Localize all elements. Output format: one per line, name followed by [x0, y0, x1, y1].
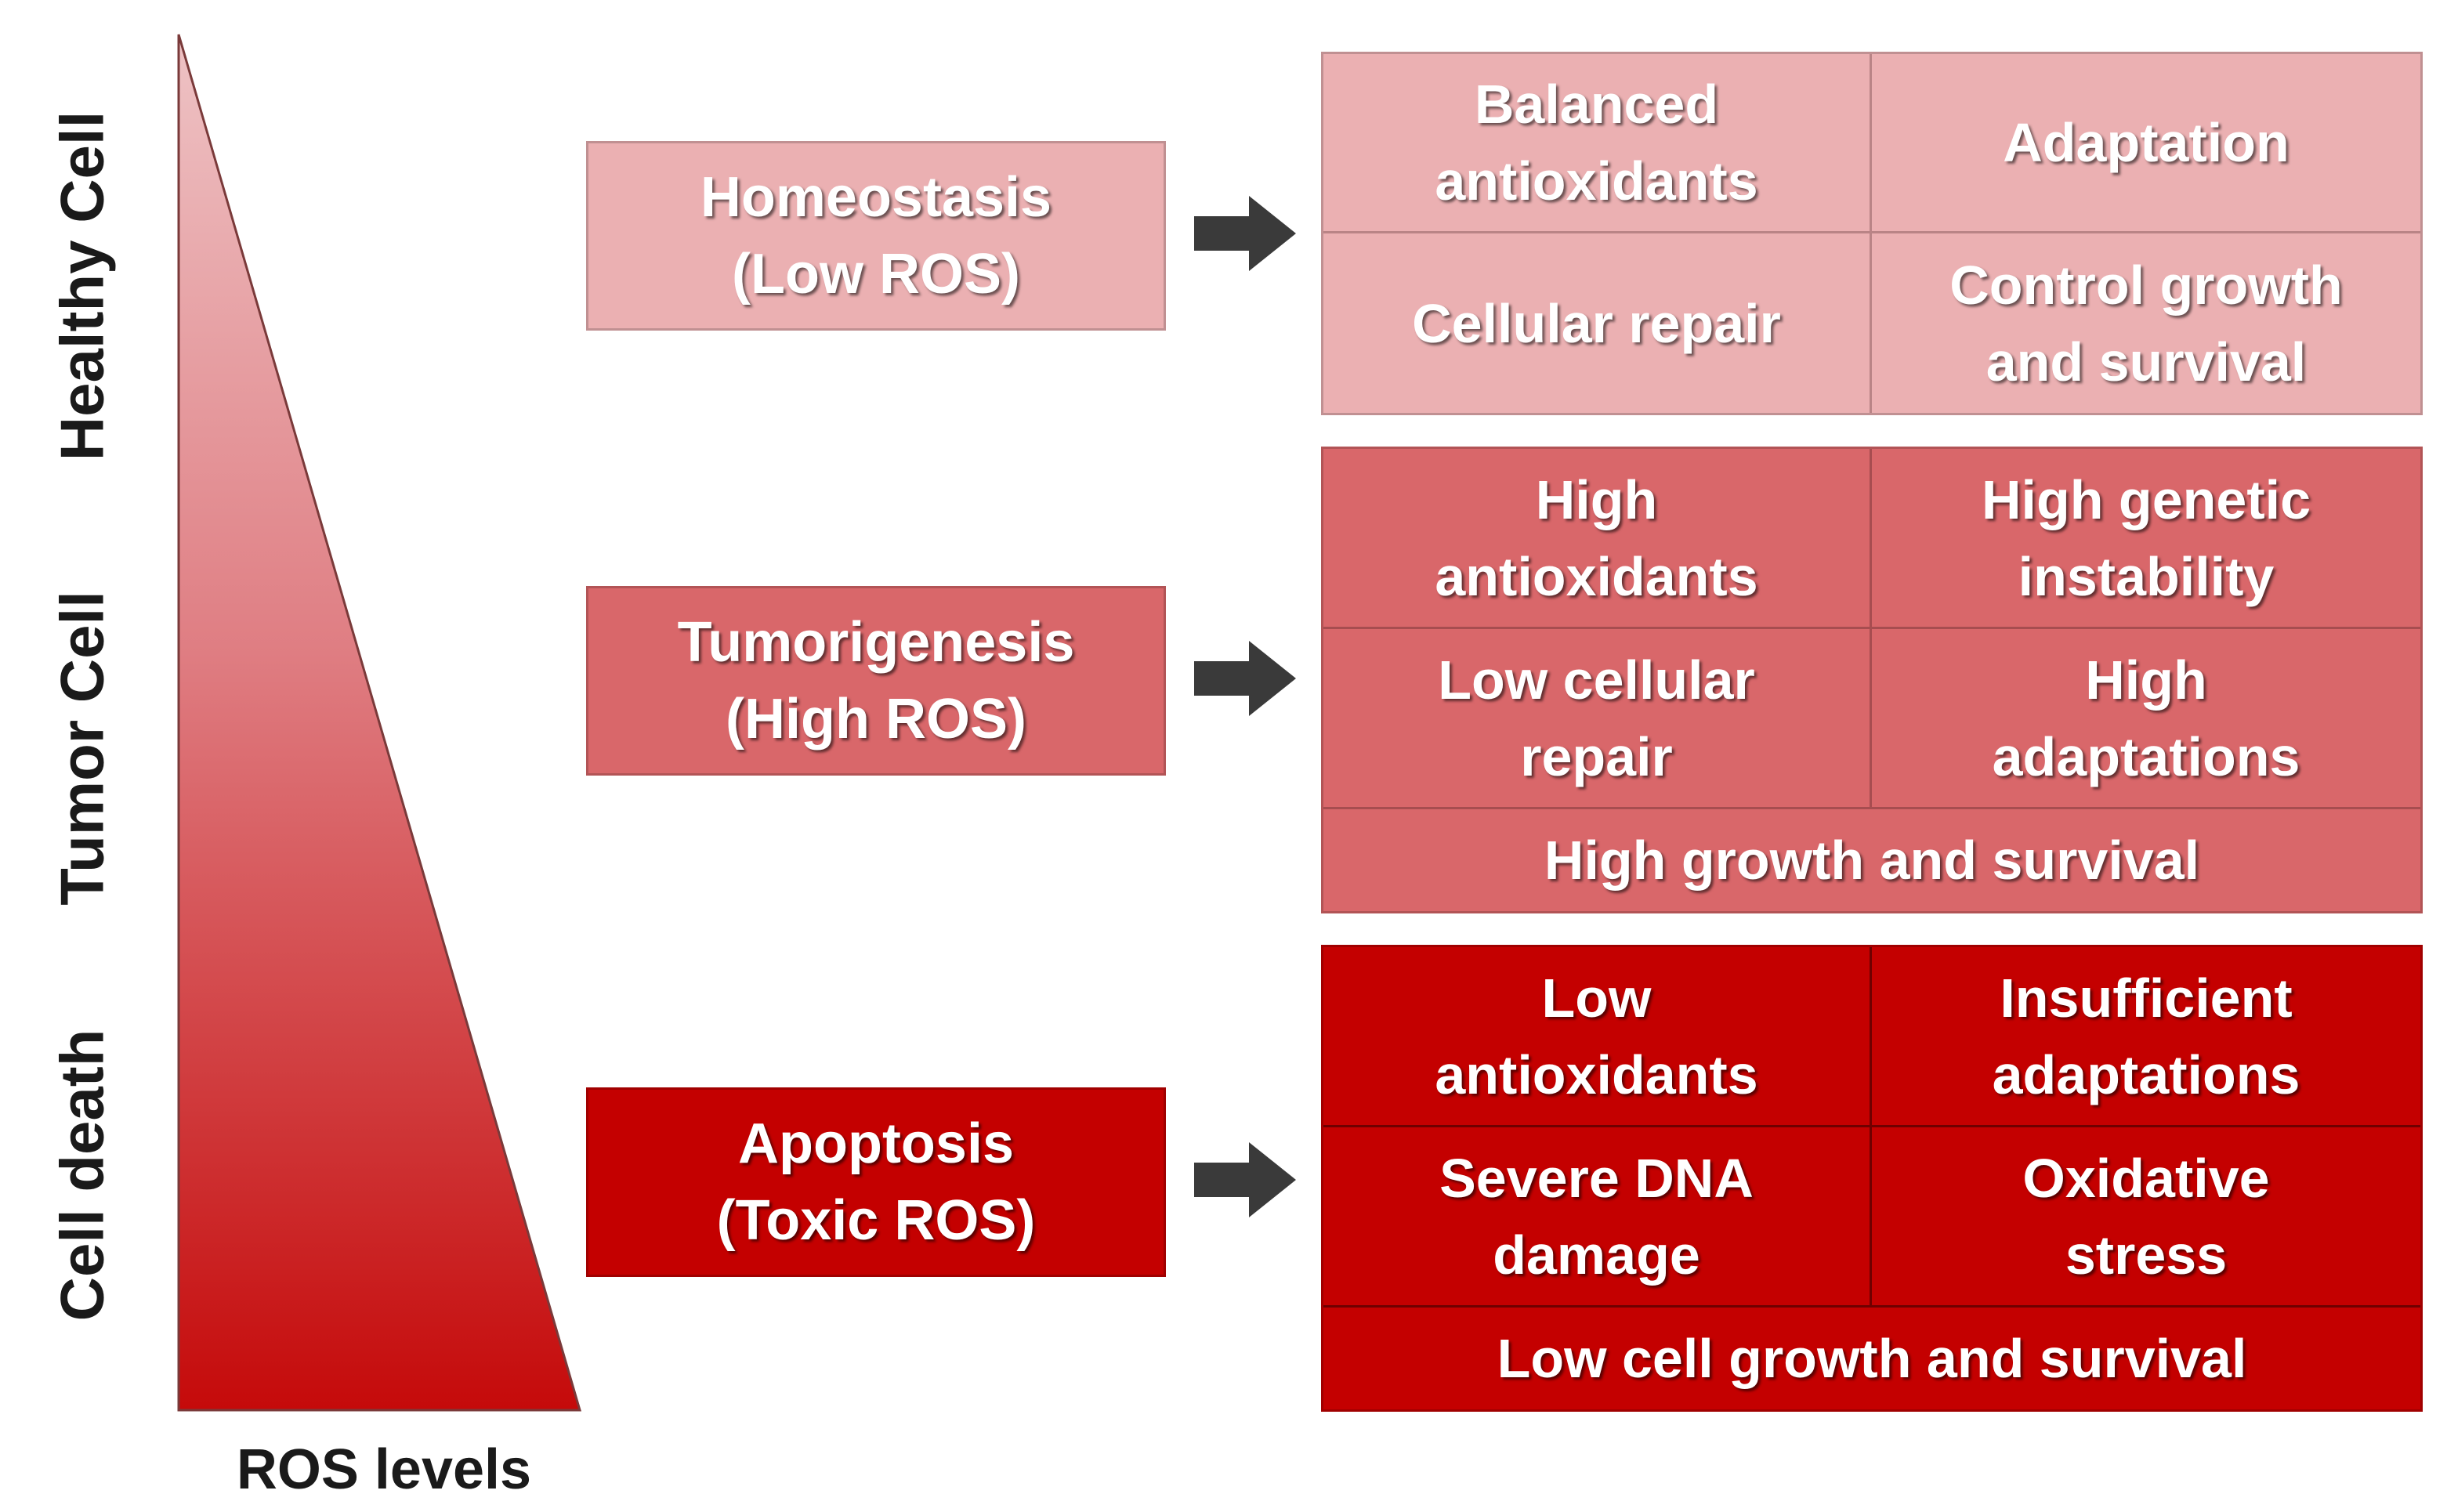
- healthy-outcomes-grid: Balanced antioxidants Adaptation Cellula…: [1321, 52, 2423, 415]
- arrow-right-icon: [1194, 196, 1296, 271]
- outcome-low-antioxidants: Low antioxidants: [1435, 967, 1758, 1105]
- outcome-cell: Low antioxidants: [1323, 947, 1872, 1127]
- outcome-cell: High antioxidants: [1323, 449, 1872, 629]
- side-label-tumor-cell: Tumor Cell: [47, 591, 117, 906]
- outcome-severe-dna-damage: Severe DNA damage: [1439, 1147, 1754, 1286]
- outcome-low-cell-growth-survival: Low cell growth and survival: [1497, 1328, 2247, 1389]
- side-label-cell-death: Cell death: [47, 1029, 117, 1322]
- arrow-right-icon: [1194, 641, 1296, 716]
- ros-levels-label: ROS levels: [236, 1438, 532, 1501]
- outcome-cell: Cellular repair: [1323, 233, 1872, 413]
- outcome-cell: Severe DNA damage: [1323, 1127, 1872, 1308]
- death-outcomes-grid: Low antioxidants Insufficient adaptation…: [1321, 945, 2423, 1412]
- outcome-high-adaptations: High adaptations: [1992, 649, 2300, 787]
- side-label-healthy-cell: Healthy Cell: [47, 110, 117, 461]
- outcome-cell: Oxidative stress: [1872, 1127, 2420, 1308]
- state-homeostasis-label: Homeostasis (Low ROS): [700, 166, 1052, 306]
- state-homeostasis: Homeostasis (Low ROS): [586, 141, 1166, 331]
- outcome-high-genetic-instability: High genetic instability: [1981, 468, 2311, 607]
- outcome-cellular-repair: Cellular repair: [1412, 292, 1781, 354]
- outcome-cell: Adaptation: [1872, 54, 2420, 233]
- outcome-adaptation: Adaptation: [2003, 112, 2290, 173]
- arrow-right-icon: [1194, 1142, 1296, 1217]
- state-tumorigenesis: Tumorigenesis (High ROS): [586, 586, 1166, 776]
- outcome-cell: Low cell growth and survival: [1323, 1308, 2420, 1409]
- outcome-cell: High adaptations: [1872, 629, 2420, 809]
- outcome-oxidative-stress: Oxidative stress: [2022, 1147, 2270, 1286]
- outcome-cell: Insufficient adaptations: [1872, 947, 2420, 1127]
- outcome-high-antioxidants: High antioxidants: [1435, 468, 1758, 607]
- outcome-low-cellular-repair: Low cellular repair: [1438, 649, 1755, 787]
- state-apoptosis-label: Apoptosis (Toxic ROS): [716, 1112, 1036, 1252]
- state-tumorigenesis-label: Tumorigenesis (High ROS): [677, 611, 1075, 751]
- outcome-cell: Control growth and survival: [1872, 233, 2420, 413]
- outcome-insufficient-adaptations: Insufficient adaptations: [1992, 967, 2300, 1105]
- outcome-balanced-antioxidants: Balanced antioxidants: [1435, 74, 1758, 212]
- tumor-outcomes-grid: High antioxidants High genetic instabili…: [1321, 447, 2423, 913]
- outcome-control-growth: Control growth and survival: [1949, 254, 2343, 392]
- state-apoptosis: Apoptosis (Toxic ROS): [586, 1087, 1166, 1277]
- outcome-cell: Balanced antioxidants: [1323, 54, 1872, 233]
- outcome-cell: Low cellular repair: [1323, 629, 1872, 809]
- outcome-cell: High growth and survival: [1323, 809, 2420, 911]
- ros-triangle-shape: [177, 34, 581, 1412]
- outcome-cell: High genetic instability: [1872, 449, 2420, 629]
- outcome-high-growth-survival: High growth and survival: [1544, 830, 2200, 891]
